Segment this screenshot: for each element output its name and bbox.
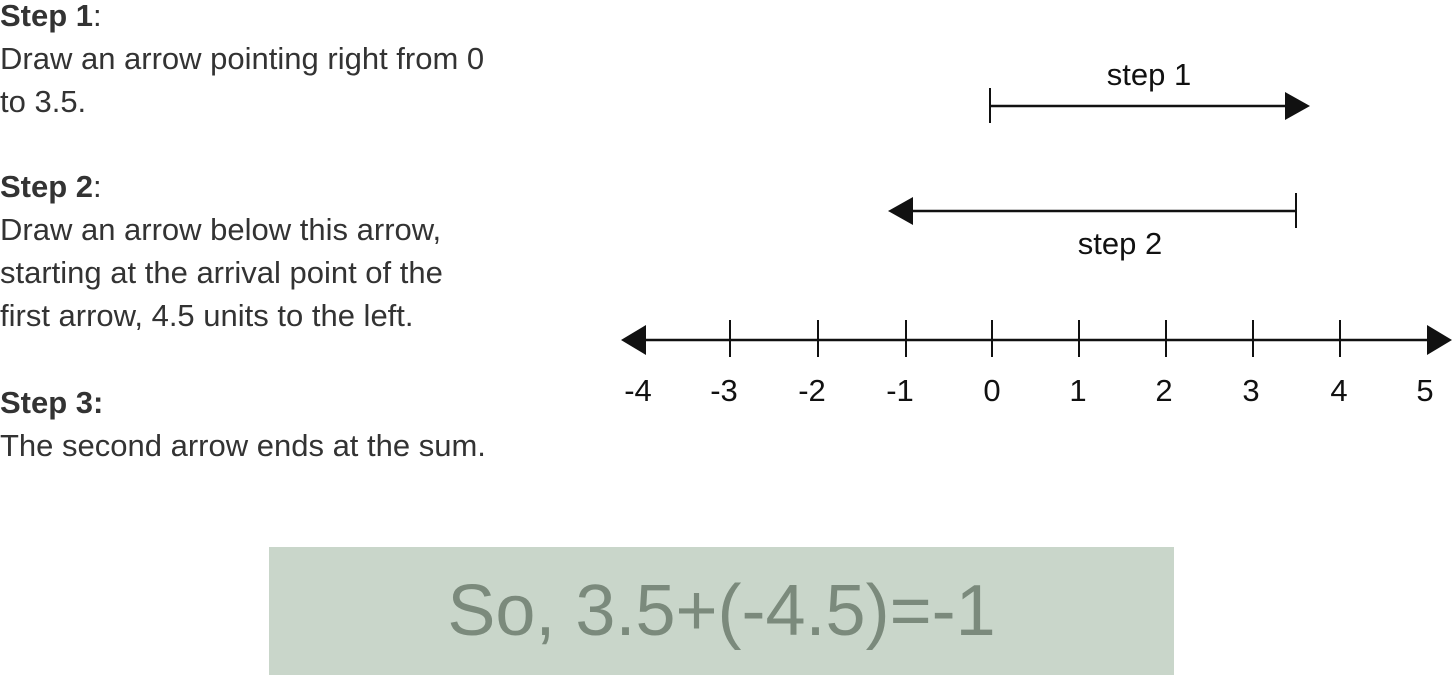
tick-label--2: -2 (798, 373, 826, 408)
step-2-line-2: starting at the arrival point of the (0, 255, 443, 290)
result-box: So, 3.5+(-4.5)=-1 (269, 547, 1174, 675)
step-1-label: step 1 (1107, 57, 1191, 92)
step-2-line-3: first arrow, 4.5 units to the left. (0, 298, 414, 333)
step-1-arrowhead (1285, 92, 1310, 120)
step-1-colon: : (93, 0, 102, 33)
step-2-arrow: step 2 (888, 193, 1297, 261)
number-line: -4 -3 -2 -1 0 1 2 3 4 5 (621, 320, 1452, 408)
step-2-label: step 2 (1078, 226, 1162, 261)
tick-label-3: 3 (1242, 373, 1259, 408)
step-1: Step 1: Draw an arrow pointing right fro… (0, 0, 484, 123)
tick-label-0: 0 (983, 373, 1000, 408)
step-2-title: Step 2 (0, 169, 94, 204)
step-2-arrowhead (888, 197, 913, 225)
number-line-right-arrowhead (1427, 325, 1452, 355)
tick-label-1: 1 (1069, 373, 1086, 408)
step-1-heading: Step 1: (0, 0, 484, 37)
step-2-colon: : (93, 169, 102, 204)
step-2-line-1: Draw an arrow below this arrow, (0, 212, 442, 247)
number-line-diagram: step 1 step 2 -4 -3 -2 -1 0 1 2 3 4 5 (621, 57, 1452, 408)
step-3-heading: Step 3: (0, 381, 486, 424)
step-3-title: Step 3: (0, 385, 104, 420)
number-line-left-arrowhead (621, 325, 646, 355)
step-2-heading: Step 2: (0, 165, 443, 208)
step-3: Step 3: The second arrow ends at the sum… (0, 381, 486, 467)
tick-label--3: -3 (710, 373, 738, 408)
result-equation: So, 3.5+(-4.5)=-1 (447, 571, 996, 651)
step-1-line-1: Draw an arrow pointing right from 0 (0, 41, 485, 76)
tick-label--4: -4 (624, 373, 652, 408)
tick-label--1: -1 (886, 373, 914, 408)
tick-label-4: 4 (1330, 373, 1347, 408)
step-2: Step 2: Draw an arrow below this arrow, … (0, 165, 443, 337)
step-1-arrow: step 1 (989, 57, 1310, 123)
step-3-line-1: The second arrow ends at the sum. (0, 428, 486, 463)
tick-label-2: 2 (1155, 373, 1172, 408)
step-1-line-2: to 3.5. (0, 84, 87, 119)
tick-label-5: 5 (1416, 373, 1433, 408)
step-1-title: Step 1 (0, 0, 94, 33)
